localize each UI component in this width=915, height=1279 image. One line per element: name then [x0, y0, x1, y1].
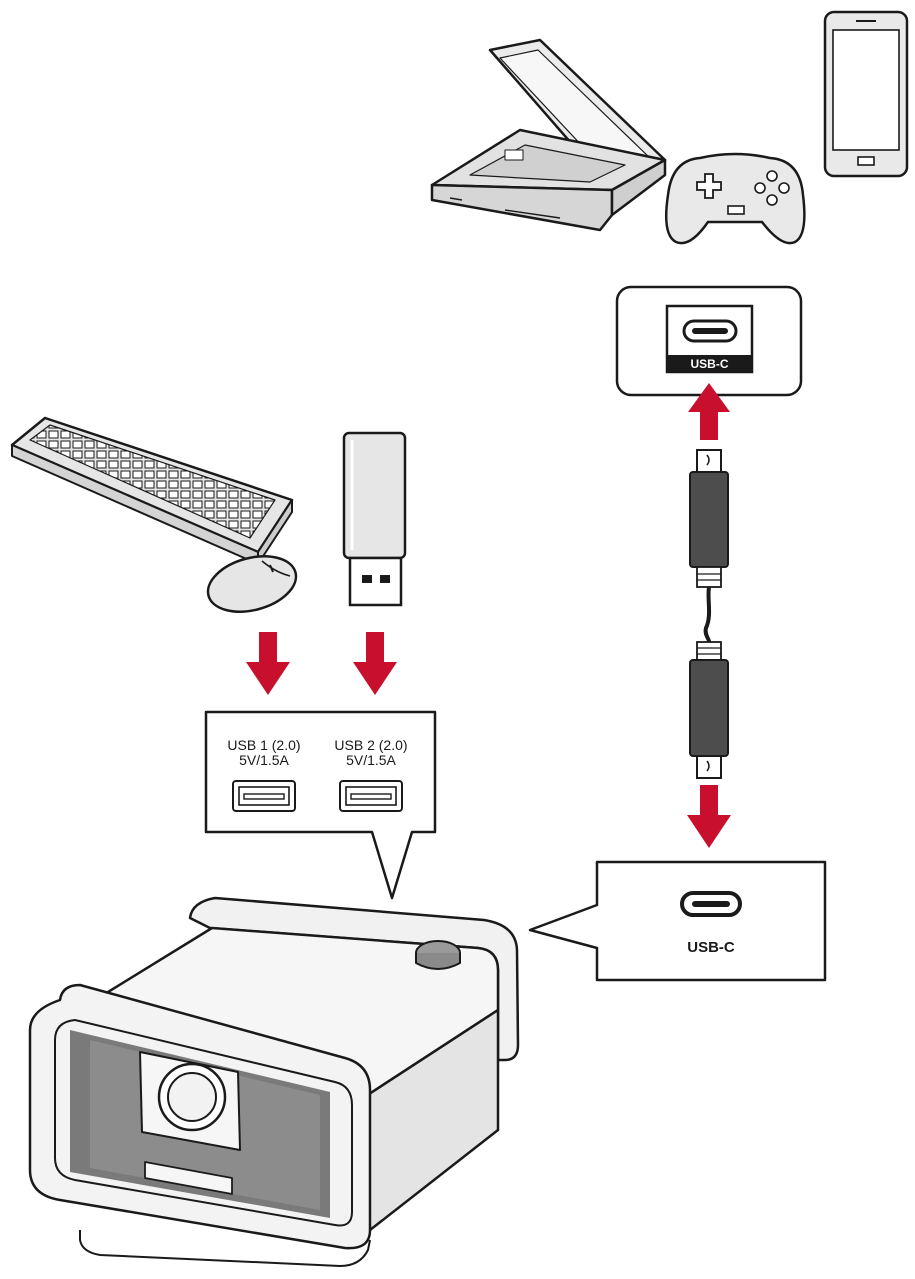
- usb-c-cable-icon: [689, 449, 729, 779]
- gamepad-icon: [665, 152, 806, 245]
- usb-port-1-name: USB 1 (2.0): [227, 737, 301, 753]
- arrow-down-flashdrive: [353, 632, 397, 695]
- usb-a-port-1: [232, 780, 296, 812]
- usb-flash-drive-icon: [342, 431, 407, 607]
- laptop-icon: [430, 38, 667, 232]
- arrow-up-to-source: [688, 383, 730, 440]
- arrow-down-to-projector: [687, 785, 731, 848]
- usb-a-panel: [204, 710, 437, 900]
- projector-icon: [28, 896, 520, 1267]
- projector-usb-c-panel: [528, 860, 827, 982]
- source-usb-c-label: USB-C: [690, 357, 729, 371]
- source-usb-c-panel: [615, 285, 803, 397]
- usb-port-2-rating: 5V/1.5A: [346, 752, 396, 768]
- keyboard-icon: [10, 416, 294, 565]
- arrow-down-keyboard: [246, 632, 290, 695]
- usb-a-port-2: [339, 780, 403, 812]
- usb-port-2-name: USB 2 (2.0): [334, 737, 408, 753]
- mouse-icon: [206, 555, 298, 613]
- smartphone-icon: [823, 10, 909, 178]
- projector-usb-c-label: USB-C: [687, 939, 735, 956]
- usb-port-1-rating: 5V/1.5A: [239, 752, 289, 768]
